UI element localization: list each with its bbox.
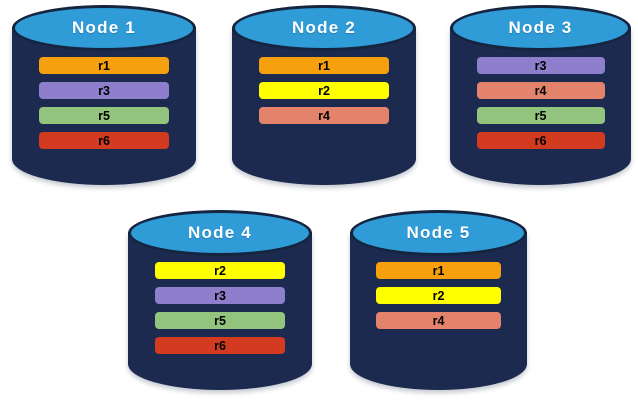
cylinder-body bbox=[350, 232, 527, 390]
replica-bar[interactable]: r2 bbox=[259, 82, 389, 99]
cylinder-top-ellipse bbox=[128, 210, 312, 256]
replica-bar[interactable]: r1 bbox=[259, 57, 389, 74]
cylinder-body bbox=[128, 232, 312, 390]
cylinder-top-ellipse bbox=[232, 5, 416, 51]
node-label: Node 5 bbox=[406, 223, 471, 242]
replica-bar[interactable]: r4 bbox=[259, 107, 389, 124]
node-4[interactable]: Node 4 r2 r3 r5 r6 bbox=[128, 210, 312, 390]
node-label: Node 1 bbox=[72, 18, 136, 37]
replica-bar[interactable]: r2 bbox=[376, 287, 501, 304]
node-5[interactable]: Node 5 r1 r2 r4 bbox=[350, 210, 527, 390]
replica-bar[interactable]: r1 bbox=[376, 262, 501, 279]
cylinder-top-ellipse bbox=[450, 5, 631, 51]
node-3[interactable]: Node 3 r3 r4 r5 r6 bbox=[450, 5, 631, 185]
replica-bar[interactable]: r6 bbox=[476, 132, 605, 149]
replica-stack: r1 r3 r5 r6 bbox=[12, 57, 196, 157]
replica-stack: r3 r4 r5 r6 bbox=[450, 57, 631, 157]
node-2[interactable]: Node 2 r1 r2 r4 bbox=[232, 5, 416, 185]
replica-bar[interactable]: r3 bbox=[476, 57, 605, 74]
replica-bar[interactable]: r4 bbox=[376, 312, 501, 329]
cylinder-top-ellipse bbox=[12, 5, 196, 51]
replica-stack: r1 r2 r4 bbox=[232, 57, 416, 132]
cylinder-body bbox=[450, 27, 631, 185]
replica-stack: r1 r2 r4 bbox=[350, 262, 527, 337]
node-label: Node 3 bbox=[508, 18, 573, 37]
replica-bar[interactable]: r5 bbox=[39, 107, 169, 124]
replica-bar[interactable]: r3 bbox=[39, 82, 169, 99]
node-1[interactable]: Node 1 r1 r3 r5 r6 bbox=[12, 5, 196, 185]
replica-bar[interactable]: r5 bbox=[476, 107, 605, 124]
replica-bar[interactable]: r4 bbox=[476, 82, 605, 99]
replica-bar[interactable]: r1 bbox=[39, 57, 169, 74]
replica-bar[interactable]: r6 bbox=[39, 132, 169, 149]
node-label: Node 4 bbox=[188, 223, 252, 242]
replica-bar[interactable]: r3 bbox=[155, 287, 285, 304]
node-label: Node 2 bbox=[292, 18, 356, 37]
cylinder-top-ellipse bbox=[350, 210, 527, 256]
replica-stack: r2 r3 r5 r6 bbox=[128, 262, 312, 362]
cylinder-body bbox=[232, 27, 416, 185]
cylinder-body bbox=[12, 27, 196, 185]
replica-bar[interactable]: r6 bbox=[155, 337, 285, 354]
replica-bar[interactable]: r2 bbox=[155, 262, 285, 279]
replica-bar[interactable]: r5 bbox=[155, 312, 285, 329]
